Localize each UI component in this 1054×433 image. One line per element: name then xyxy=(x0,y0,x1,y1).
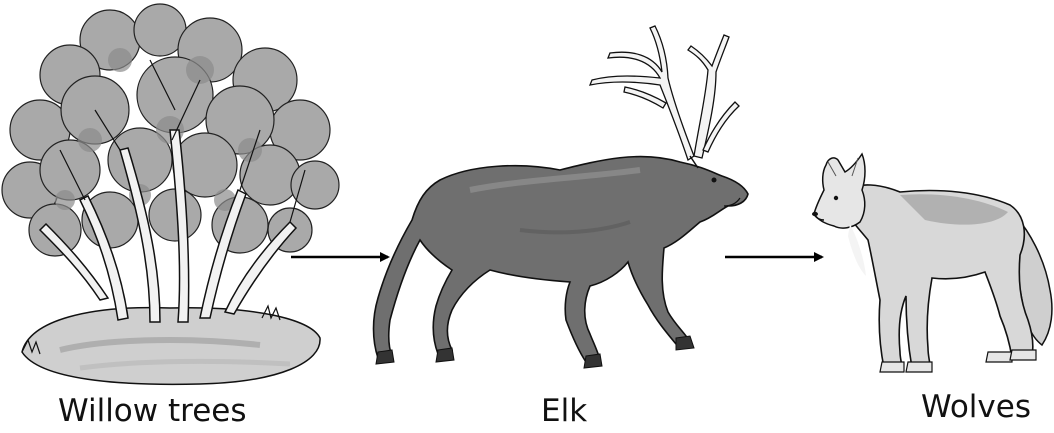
elk-body xyxy=(374,157,749,362)
label-willow-trees: Willow trees xyxy=(58,396,247,427)
elk-illustration xyxy=(374,26,749,368)
elk-antlers xyxy=(590,26,739,160)
wolf-head xyxy=(814,154,865,228)
willow-tree-illustration xyxy=(2,4,339,384)
label-wolves: Wolves xyxy=(921,392,1031,423)
label-elk: Elk xyxy=(541,396,587,427)
wolf-illustration xyxy=(812,154,1052,372)
